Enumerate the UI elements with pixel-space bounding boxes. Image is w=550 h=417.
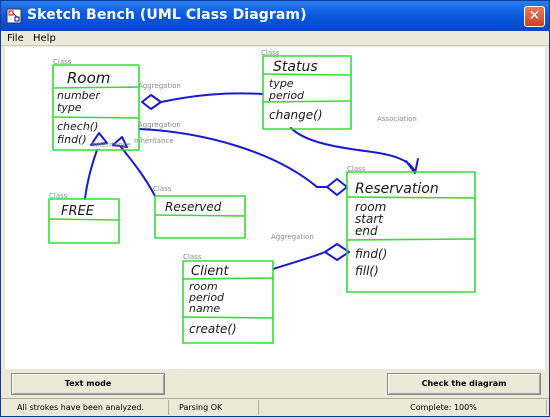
reservation-divider-2 — [346, 238, 476, 241]
tag-reserved: Class — [153, 185, 172, 193]
class-name-room: Room — [67, 69, 110, 87]
uml-diagram[interactable]: Aggregation Aggregation Aggregation Asso… — [5, 47, 545, 369]
label-aggregation-1: Aggregation — [138, 82, 181, 90]
aggregation-line-client-reservation — [272, 251, 326, 270]
label-inheritance-2: Inheritance — [134, 137, 174, 145]
check-diagram-button[interactable]: Check the diagram — [387, 373, 541, 395]
room-divider-2 — [52, 116, 140, 119]
reserved-divider — [154, 214, 246, 217]
tag-room: Class — [53, 58, 72, 66]
class-name-reserved: Reserved — [165, 200, 222, 214]
class-box-reservation[interactable] — [346, 171, 476, 293]
client-attribute: room — [189, 280, 218, 293]
label-inheritance-1: Inheritance — [91, 141, 131, 149]
class-box-client[interactable] — [182, 260, 274, 344]
client-divider-1 — [182, 277, 274, 280]
association-arrowhead — [405, 158, 419, 174]
client-method: create() — [189, 322, 237, 336]
status-divider-2 — [262, 100, 352, 103]
status-attribute: period — [268, 89, 305, 102]
room-method: find() — [57, 133, 87, 146]
class-box-room[interactable] — [52, 64, 140, 151]
room-method: chech() — [57, 120, 98, 133]
inheritance-line-reserved — [120, 146, 156, 197]
text-mode-button[interactable]: Text mode — [11, 373, 165, 395]
class-name-status: Status — [273, 59, 318, 75]
status-divider-1 — [262, 73, 352, 76]
free-divider — [48, 218, 120, 221]
tag-free: Class — [49, 192, 68, 200]
status-parsing: Parsing OK — [171, 400, 259, 415]
label-aggregation-2: Aggregation — [138, 121, 181, 129]
inheritance-line-free — [84, 149, 98, 200]
inheritance-triangle-free — [90, 132, 108, 146]
aggregation-line-room-status — [160, 92, 264, 103]
status-method: change() — [269, 108, 323, 122]
aggregation-diamond-reservation — [326, 178, 348, 196]
room-attribute: number — [57, 89, 101, 102]
status-analysis: All strokes have been analyzed. — [3, 400, 169, 415]
app-icon — [6, 8, 22, 24]
class-box-reserved[interactable] — [154, 195, 246, 239]
menu-help[interactable]: Help — [33, 33, 56, 44]
room-divider-1 — [52, 86, 140, 89]
menu-bar: File Help — [1, 31, 549, 46]
reservation-divider-1 — [346, 196, 476, 199]
room-attribute: type — [57, 101, 82, 114]
status-bar: All strokes have been analyzed. Parsing … — [1, 398, 549, 416]
close-icon: ✕ — [528, 8, 541, 24]
reservation-attribute: room — [355, 200, 386, 214]
window-title: Sketch Bench (UML Class Diagram) — [27, 7, 307, 23]
status-attribute: type — [269, 77, 294, 90]
menu-file[interactable]: File — [7, 33, 24, 44]
aggregation-line-room-reservation — [138, 128, 318, 188]
class-box-free[interactable] — [48, 198, 120, 244]
close-button[interactable]: ✕ — [524, 6, 545, 27]
label-aggregation-3: Aggregation — [271, 233, 314, 241]
aggregation-diamond-room — [141, 94, 162, 110]
client-attribute: name — [189, 302, 220, 315]
class-name-reservation: Reservation — [355, 181, 439, 197]
reservation-attribute: start — [355, 212, 384, 226]
class-box-status[interactable] — [262, 55, 352, 130]
tag-client: Class — [183, 253, 202, 261]
tag-reservation: Class — [347, 165, 366, 173]
tag-status: Class — [261, 49, 280, 57]
aggregation-diamond-client — [324, 243, 350, 261]
reservation-method: find() — [355, 247, 387, 261]
sketch-canvas[interactable]: Aggregation Aggregation Aggregation Asso… — [5, 47, 545, 369]
client-attribute: period — [188, 291, 225, 304]
reservation-attribute: end — [355, 224, 378, 238]
label-association: Association — [377, 115, 417, 123]
class-name-free: FREE — [61, 204, 95, 219]
title-bar[interactable]: Sketch Bench (UML Class Diagram) ✕ — [1, 1, 549, 31]
reservation-method: fill() — [355, 264, 379, 278]
class-name-client: Client — [191, 264, 230, 279]
client-divider-2 — [182, 316, 274, 319]
inheritance-triangle-reserved — [112, 136, 128, 148]
status-progress: Complete: 100% — [261, 400, 547, 415]
